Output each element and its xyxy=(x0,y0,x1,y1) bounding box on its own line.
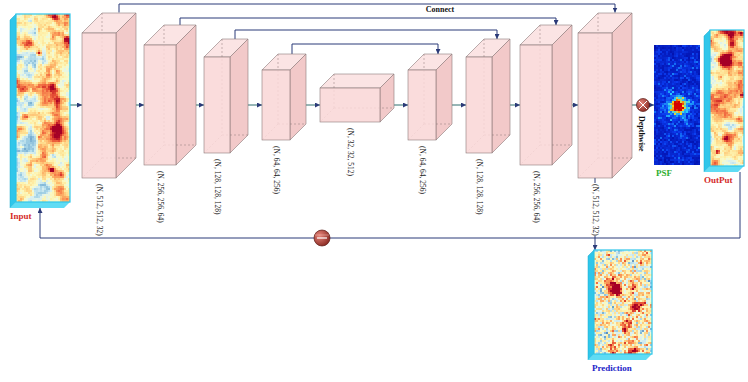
multiply-symbol xyxy=(637,99,650,112)
flow-arrow xyxy=(452,105,466,106)
shape-label: (N, 256, 256, 64) xyxy=(532,170,540,224)
image-label: Input xyxy=(10,212,32,221)
shape-label: (N, 64, 64, 256) xyxy=(418,145,426,195)
block-outline xyxy=(408,54,452,140)
block-outline xyxy=(144,25,196,165)
shape-label: (N, 128, 128, 128) xyxy=(213,158,221,215)
image-edge xyxy=(704,30,710,172)
image-edge xyxy=(704,166,744,172)
feature-block: (N, 512, 512, 32) xyxy=(578,13,632,178)
skip-connection xyxy=(119,4,615,13)
block-outline xyxy=(466,39,510,153)
feature-block: (N, 256, 256, 64) xyxy=(144,25,196,165)
feature-block: (N, 512, 512, 32) xyxy=(82,13,136,178)
subtract-symbol xyxy=(314,230,330,246)
heatmap xyxy=(710,30,744,166)
flow-arrow xyxy=(70,105,82,106)
skip-connection xyxy=(235,30,497,39)
psf-image: PSF xyxy=(654,45,700,165)
psf-image-picture xyxy=(654,45,700,165)
operation-label: Depthwise xyxy=(637,116,645,152)
input-image-picture xyxy=(10,14,70,208)
block-outline xyxy=(320,74,394,122)
shape-label: (N, 128, 128, 128) xyxy=(475,158,483,215)
image-label: OutPut xyxy=(704,176,733,185)
connector-label: Connect xyxy=(425,6,455,14)
feature-block: (N, 64, 64, 256) xyxy=(408,54,452,140)
feature-block: (N, 128, 128, 128) xyxy=(204,39,248,153)
shape-label: (N, 256, 256, 64) xyxy=(156,170,164,224)
input-image: Input xyxy=(10,14,70,208)
feature-block: (N, 128, 128, 128) xyxy=(466,39,510,153)
flow-arrow xyxy=(40,172,740,238)
flow-arrow xyxy=(136,105,144,106)
shape-label: (N, 512, 512, 32) xyxy=(95,183,103,237)
block-outline xyxy=(520,25,572,165)
prediction-image: Prediction xyxy=(588,250,652,360)
feature-block: (N, 64, 64, 256) xyxy=(262,54,306,140)
heatmap xyxy=(594,250,652,354)
image-edge xyxy=(10,202,70,208)
prediction-image-picture xyxy=(588,250,652,360)
output-image-picture xyxy=(704,30,744,172)
shape-label: (N, 32, 32, 512) xyxy=(346,127,354,177)
heatmap xyxy=(16,14,70,202)
heatmap xyxy=(654,45,700,165)
shape-label: (N, 64, 64, 256) xyxy=(272,145,280,195)
skip-connection xyxy=(292,44,438,54)
flow-arrow xyxy=(248,105,262,106)
image-label: Prediction xyxy=(592,364,632,373)
shape-label: (N, 512, 512, 32) xyxy=(591,183,599,237)
block-outline xyxy=(262,54,306,140)
block-outline xyxy=(204,39,248,153)
flow-arrow xyxy=(510,105,520,106)
image-frame xyxy=(710,30,744,166)
flow-arrow xyxy=(394,105,408,106)
image-edge xyxy=(10,14,16,208)
flow-arrow xyxy=(572,105,578,106)
flow-arrow xyxy=(306,105,320,106)
bottleneck-block: (N, 32, 32, 512) xyxy=(320,74,394,122)
block-outline xyxy=(82,13,136,178)
image-edge xyxy=(588,354,652,360)
output-image: OutPut xyxy=(704,30,744,172)
block-outline xyxy=(578,13,632,178)
flow-arrow xyxy=(196,105,204,106)
image-frame xyxy=(594,250,652,354)
image-frame xyxy=(16,14,70,202)
image-label: PSF xyxy=(656,169,672,178)
skip-connection xyxy=(180,18,556,25)
image-edge xyxy=(588,250,594,360)
feature-block: (N, 256, 256, 64) xyxy=(520,25,572,165)
